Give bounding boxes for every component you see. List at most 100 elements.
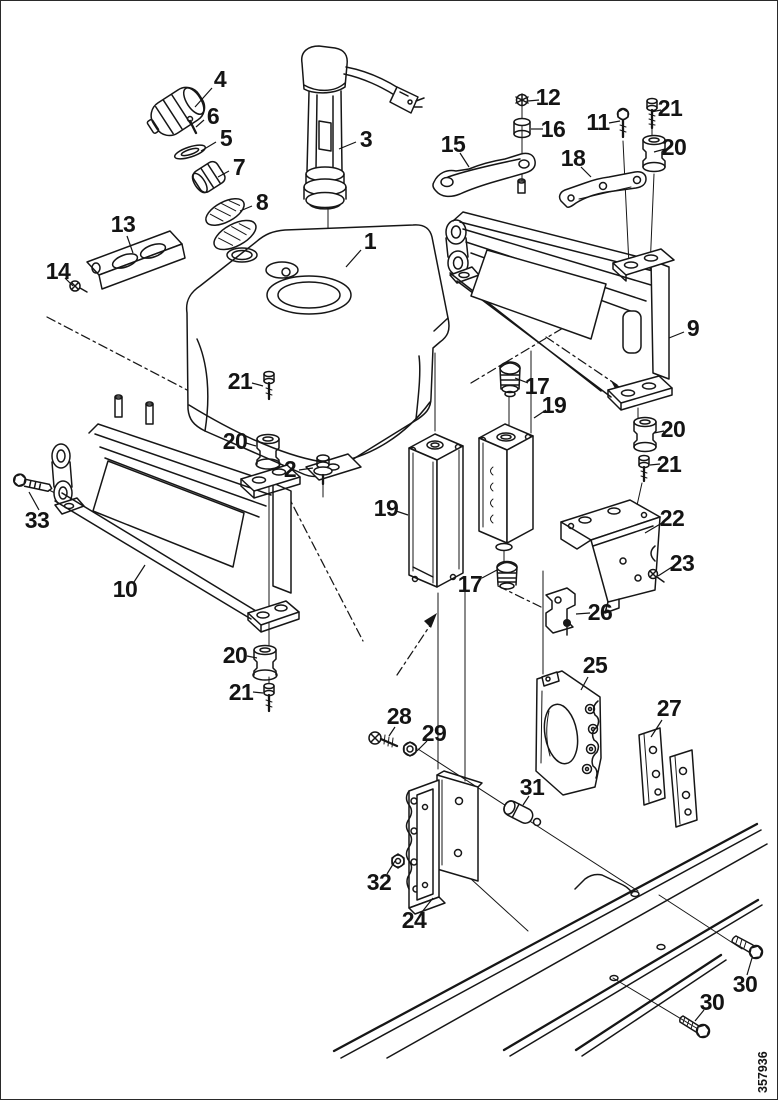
- callout-leader-8: [239, 205, 253, 212]
- callout-part-20: 20: [661, 416, 686, 442]
- frame-rails: [332, 822, 768, 1059]
- part-25-mounting-plate: [535, 670, 602, 796]
- callout-part-30: 30: [733, 971, 758, 997]
- part-26-clamp-bracket: [545, 587, 576, 636]
- part-30-frame-bolt-lower: [679, 1015, 711, 1039]
- callout-leader-21: [649, 463, 661, 466]
- part-21-bolt-mid-right: [638, 454, 650, 483]
- callout-leader-4: [194, 87, 213, 108]
- callout-leader-26: [575, 612, 591, 615]
- part-19-canister-left: [408, 433, 464, 588]
- part-3-fuel-sender-unit: [300, 45, 425, 210]
- callout-leader-11: [608, 120, 621, 124]
- callout-leader-13: [126, 235, 134, 254]
- part-27-wear-strips: [638, 727, 698, 828]
- callout-leader-17: [514, 377, 529, 384]
- callout-leader-7: [217, 170, 230, 178]
- callout-part-22: 22: [660, 505, 685, 531]
- callout-layer: 1234567891011121314151617171819192020202…: [25, 66, 758, 1022]
- callout-leader-1: [345, 249, 362, 268]
- callout-leader-3: [338, 141, 357, 150]
- part-13-cushion-strip: [86, 230, 186, 290]
- callout-leader-23: [657, 566, 673, 577]
- part-32-nut: [391, 853, 405, 869]
- callout-leader-14: [64, 277, 74, 287]
- part-15-support-strap: [432, 152, 536, 198]
- callout-leader-20: [653, 430, 665, 434]
- part-18-bracket: [558, 171, 647, 208]
- part-11-bolt: [616, 107, 630, 139]
- callout-part-13: 13: [111, 211, 136, 237]
- callout-part-19: 19: [374, 495, 399, 521]
- callout-leader-12: [527, 99, 540, 102]
- callout-part-8: 8: [256, 189, 269, 215]
- callout-leader-21: [650, 109, 662, 113]
- callout-leader-20: [245, 442, 257, 447]
- callout-leader-21: [251, 382, 264, 387]
- callout-part-2: 2: [284, 456, 296, 482]
- callout-leader-29: [416, 740, 428, 752]
- callout-leader-25: [580, 676, 589, 691]
- callout-part-24: 24: [402, 907, 427, 933]
- part-14-screw: [69, 280, 88, 293]
- part-10-support-frame-left: [51, 394, 301, 633]
- callout-part-10: 10: [113, 576, 138, 602]
- part-19-canister-right: [478, 423, 534, 552]
- callout-leader-28: [388, 726, 396, 737]
- part-17-plug-bottom: [496, 560, 518, 590]
- callout-leader-20: [246, 655, 258, 659]
- part-21-bolt-mid-left: [263, 370, 275, 401]
- callout-part-4: 4: [214, 66, 227, 92]
- callout-part-12: 12: [536, 84, 561, 110]
- callout-part-18: 18: [561, 145, 586, 171]
- callout-leader-15: [459, 152, 470, 168]
- part-20-isolator-mid-right: [633, 416, 657, 453]
- callout-part-21: 21: [657, 451, 682, 477]
- callout-part-1: 1: [364, 228, 377, 254]
- part-20-isolator-bottom-left: [252, 644, 278, 681]
- callout-part-23: 23: [670, 550, 695, 576]
- part-4-filler-cap: [146, 86, 206, 137]
- callout-part-9: 9: [687, 315, 699, 341]
- part-31-spacer: [503, 800, 542, 827]
- part-5-gasket: [173, 144, 207, 160]
- callout-part-30: 30: [700, 989, 725, 1015]
- callout-part-16: 16: [541, 116, 566, 142]
- callout-leader-5: [200, 141, 217, 152]
- part-2-bolt: [313, 454, 333, 486]
- callout-part-21: 21: [658, 95, 683, 121]
- callout-part-19: 19: [542, 392, 567, 418]
- callout-part-32: 32: [367, 869, 392, 895]
- callout-leader-2: [298, 467, 314, 471]
- callout-part-29: 29: [422, 720, 447, 746]
- part-20-isolator-top-right: [642, 134, 666, 173]
- part-23-screw: [647, 568, 665, 583]
- callout-part-20: 20: [223, 642, 248, 668]
- callout-part-20: 20: [662, 134, 687, 160]
- callout-leader-9: [668, 331, 685, 339]
- callout-part-5: 5: [220, 125, 233, 151]
- callout-part-27: 27: [657, 695, 682, 721]
- callout-leader-19: [395, 510, 409, 516]
- part-29-nut: [402, 741, 418, 757]
- part-24-side-bracket: [405, 770, 483, 915]
- part-12-nut: [515, 93, 529, 107]
- callout-part-11: 11: [586, 109, 610, 135]
- callout-leader-18: [580, 166, 592, 178]
- callout-leader-30: [694, 1009, 705, 1022]
- callout-part-21: 21: [229, 679, 254, 705]
- callout-leader-33: [28, 491, 40, 511]
- callout-leader-6: [195, 119, 205, 128]
- callout-leader-31: [522, 795, 530, 806]
- callout-part-28: 28: [387, 703, 412, 729]
- callout-part-7: 7: [233, 154, 245, 180]
- part-6-retaining-pin: [186, 115, 198, 135]
- callout-leader-27: [650, 719, 663, 738]
- part-9-support-frame-right: [445, 211, 675, 411]
- callout-part-6: 6: [207, 103, 219, 129]
- part-21-bolt-bottom-left: [263, 682, 275, 713]
- callout-leader-22: [644, 522, 663, 534]
- part-30-frame-bolt-upper: [731, 935, 764, 960]
- callout-part-20: 20: [223, 428, 248, 454]
